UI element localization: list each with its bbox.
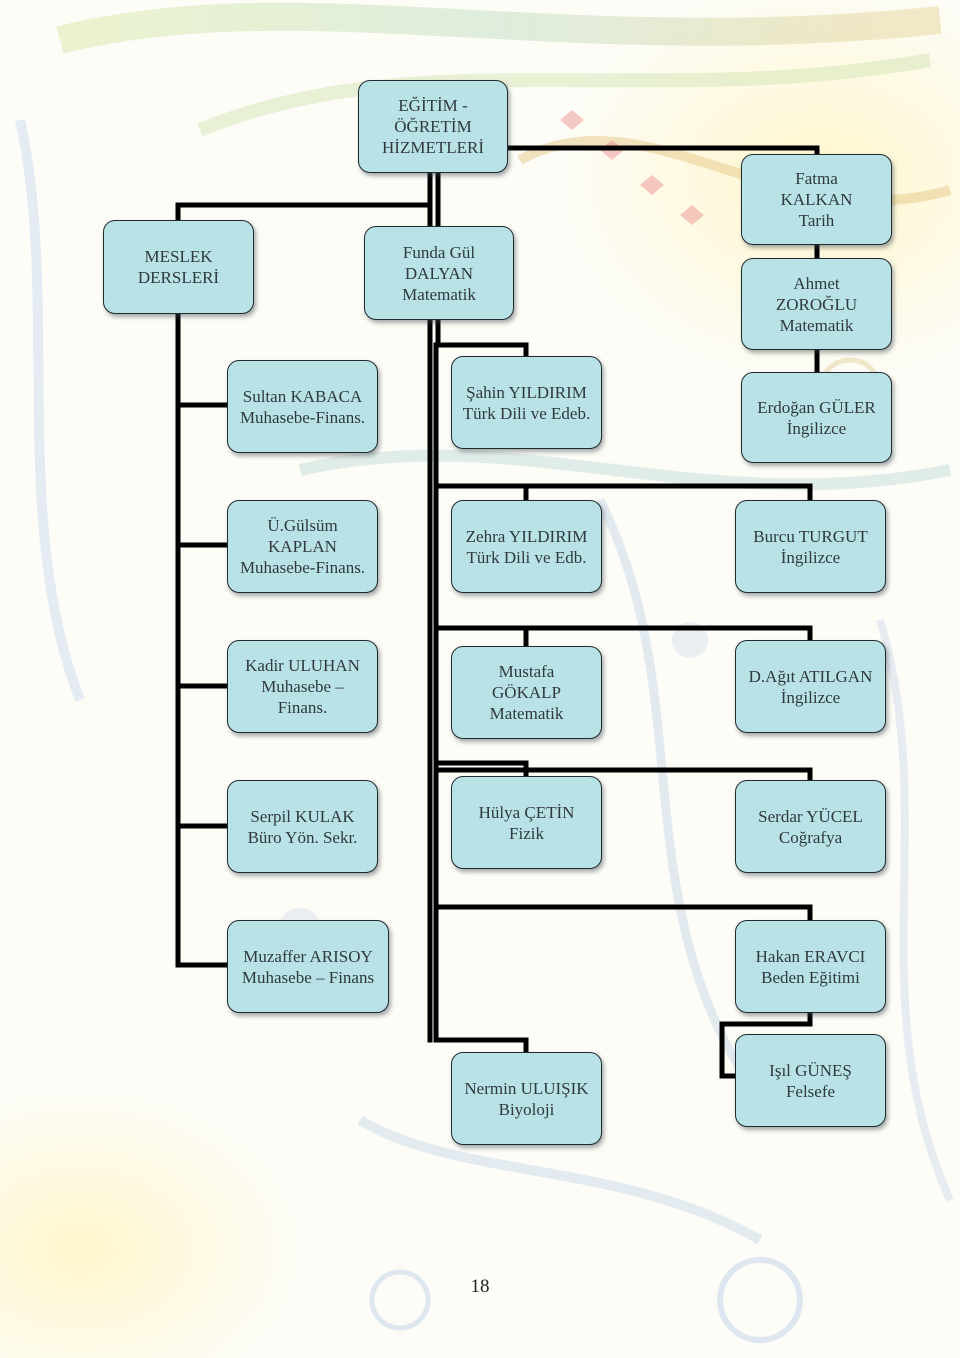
connector-isil [719, 1021, 739, 1079]
node-text-line: Burcu TURGUT [753, 526, 868, 546]
node-zehra-yildirim: Zehra YILDIRIM Türk Dili ve Edb. [451, 500, 602, 593]
node-fatma-kalkan: Fatma KALKAN Tarih [741, 154, 892, 245]
node-sahin-yildirim: Şahin YILDIRIM Türk Dili ve Edeb. [451, 356, 602, 449]
node-funda-gul-dalyan: Funda Gül DALYAN Matematik [364, 226, 514, 320]
connector-root-fatma [505, 145, 820, 157]
node-text-line: Fizik [509, 823, 544, 843]
node-text-line: Hakan ERAVCI [755, 946, 866, 966]
page-number: 18 [470, 1276, 490, 1297]
connector-sahin [433, 342, 529, 359]
node-text-line: Felsefe [785, 1081, 836, 1101]
node-gulsum-kaplan: Ü.Gülsüm KAPLAN Muhasebe-Finans. [227, 500, 378, 593]
node-text-line: DERSLERİ [137, 268, 220, 287]
node-text-line: Serpil KULAK [250, 806, 355, 826]
node-text-line: DALYAN [404, 263, 474, 283]
node-text-line: Büro Yön. Sekr. [247, 827, 358, 847]
node-text-line: Türk Dili ve Edb. [466, 547, 587, 567]
node-text-line: KAPLAN [268, 537, 337, 556]
node-text-line: HİZMETLERİ [382, 138, 484, 157]
connector-funda-trunk [433, 317, 441, 1043]
node-text-line: Matematik [779, 315, 854, 335]
node-text-line: GÖKALP [492, 683, 561, 702]
node-text-line: Mustafa [498, 662, 555, 681]
node-kadir-uluhan: Kadir ULUHAN Muhasebe – Finans. [227, 640, 378, 733]
node-text-line: Fatma [795, 169, 838, 188]
node-text-line: EĞİTİM - [398, 96, 468, 115]
node-burcu-turgut: Burcu TURGUT İngilizce [735, 500, 886, 593]
node-text-line: İngilizce [780, 547, 841, 567]
node-ahmet-zoroglu: Ahmet ZOROĞLU Matematik [741, 258, 892, 350]
connector-row5 [433, 904, 813, 923]
node-text-line: D.Ağıt ATILGAN [748, 666, 873, 686]
node-isil-gunes: Işıl GÜNEŞ Felsefe [735, 1034, 886, 1127]
node-text-line: İngilizce [780, 687, 841, 707]
node-text-line: Hülya ÇETİN [478, 802, 575, 822]
node-text-line: Işıl GÜNEŞ [769, 1060, 852, 1080]
connector-nermin [433, 1037, 529, 1055]
connector-hakan-isil [719, 1011, 813, 1027]
node-text-line: Funda Gül [402, 242, 476, 262]
node-text-line: Nermin ULUIŞIK [464, 1078, 589, 1098]
node-text-line: Matematik [402, 284, 476, 304]
node-text-line: Erdoğan GÜLER [757, 397, 876, 417]
node-text-line: Muhasebe – Finans [241, 967, 375, 987]
node-text-line: Ahmet [793, 273, 840, 293]
node-text-line: MESLEK [144, 247, 213, 266]
node-text-line: Finans. [277, 698, 328, 717]
node-text-line: İngilizce [786, 418, 847, 438]
node-text-line: Muhasebe-Finans. [239, 558, 366, 577]
connector-row2 [433, 483, 813, 503]
node-text-line: Muhasebe – [261, 677, 344, 696]
node-text-line: Şahin YILDIRIM [466, 382, 587, 402]
node-mustafa-gokalp: Mustafa GÖKALP Matematik [451, 646, 602, 739]
connector-row3 [433, 625, 813, 643]
connector-root-meslek [175, 202, 433, 223]
node-muzaffer-arisoy: Muzaffer ARISOY Muhasebe – Finans [227, 920, 389, 1013]
node-sultan-kabaca: Sultan KABACA Muhasebe-Finans. [227, 360, 378, 453]
node-text-line: Muzaffer ARISOY [243, 946, 373, 966]
node-text-line: Ü.Gülsüm [267, 516, 338, 535]
node-text-line: Tarih [798, 211, 835, 230]
node-text-line: Zehra YILDIRIM [465, 526, 588, 546]
connector-row4b [433, 767, 813, 783]
node-text-line: Muhasebe-Finans. [239, 407, 366, 427]
node-text-line: KALKAN [780, 190, 853, 209]
node-meslek-dersleri: MESLEK DERSLERİ [103, 220, 254, 314]
node-nermin-uluisik: Nermin ULUIŞIK Biyoloji [451, 1052, 602, 1145]
node-egitim-ogretim-hizmetleri: EĞİTİM - ÖĞRETİM HİZMETLERİ [358, 80, 508, 173]
node-text-line: Sultan KABACA [242, 386, 363, 406]
node-agit-atilgan: D.Ağıt ATILGAN İngilizce [735, 640, 886, 733]
node-text-line: Matematik [489, 704, 564, 723]
node-text-line: Beden Eğitimi [761, 967, 860, 987]
node-serdar-yucel: Serdar YÜCEL Coğrafya [735, 780, 886, 873]
node-erdogan-guler: Erdoğan GÜLER İngilizce [741, 372, 892, 463]
node-serpil-kulak: Serpil KULAK Büro Yön. Sekr. [227, 780, 378, 873]
node-text-line: Kadir ULUHAN [245, 656, 360, 675]
node-text-line: Türk Dili ve Edeb. [462, 403, 591, 423]
node-text-line: ZOROĞLU [775, 294, 858, 314]
node-text-line: Biyoloji [498, 1099, 555, 1119]
connector-meslek-trunk [175, 311, 231, 968]
node-hakan-eravci: Hakan ERAVCI Beden Eğitimi [735, 920, 886, 1013]
node-text-line: ÖĞRETİM [394, 117, 472, 136]
node-text-line: Coğrafya [778, 827, 843, 847]
node-hulya-cetin: Hülya ÇETİN Fizik [451, 776, 602, 869]
node-text-line: Serdar YÜCEL [758, 806, 863, 826]
